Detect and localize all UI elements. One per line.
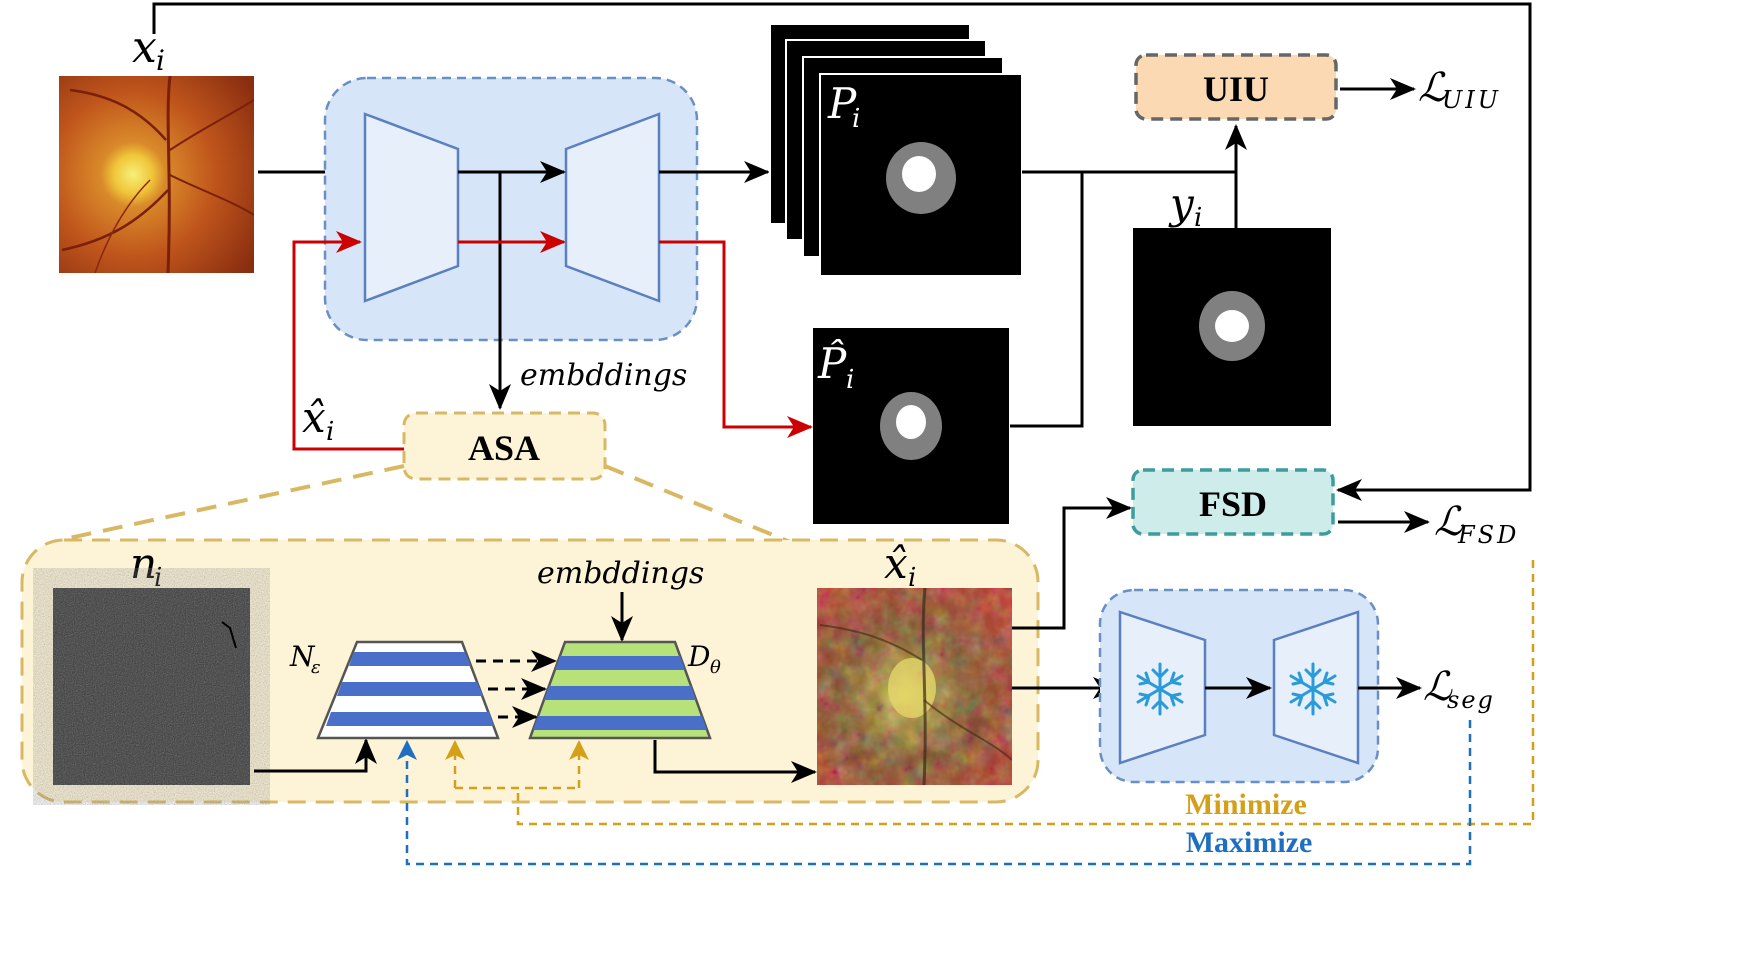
snowflake-icon — [1289, 662, 1337, 716]
svg-text:UIU: UIU — [1442, 86, 1501, 114]
encoder-trapezoid — [363, 112, 460, 303]
noise-to-encoder-arrow — [254, 738, 377, 773]
svg-text:i: i — [1194, 203, 1202, 233]
maximize-path — [397, 720, 1472, 866]
svg-text:θ: θ — [710, 657, 721, 678]
uiu-label: UIU — [1203, 69, 1269, 109]
phat-to-uiu-line — [1010, 172, 1084, 428]
prediction-stack: P i — [769, 23, 1023, 277]
fsd-label: FSD — [1199, 484, 1267, 524]
label-n-i: n i — [130, 539, 162, 593]
svg-text:i: i — [326, 417, 334, 447]
uiu-module — [1134, 53, 1338, 121]
loss-uiu: ℒ UIU — [1418, 65, 1501, 114]
decoder-to-phat-arrow — [659, 240, 813, 438]
minimize-path — [516, 560, 1535, 826]
svg-text:x̂: x̂ — [884, 539, 908, 588]
svg-text:y: y — [1168, 179, 1195, 228]
ground-truth-image — [1133, 228, 1331, 426]
fundus-image-input — [59, 76, 254, 273]
svg-text:i: i — [154, 563, 162, 593]
asa-module — [402, 411, 607, 481]
label-x-hat: x̂ i — [302, 393, 334, 447]
svg-text:D: D — [687, 640, 710, 673]
label-x-hat-bottom: x̂ i — [884, 539, 916, 593]
label-D-theta: D θ — [687, 640, 721, 678]
svg-text:FSD: FSD — [1457, 521, 1519, 549]
svg-text:x: x — [132, 22, 157, 73]
svg-text:i: i — [908, 563, 916, 593]
svg-text:x̂: x̂ — [302, 393, 326, 442]
snowflake-icon — [1136, 662, 1184, 716]
svg-text:i: i — [846, 365, 854, 395]
asa-detail-box — [20, 538, 1040, 804]
asa-expand-right — [604, 464, 791, 544]
generator-output-arrow — [653, 740, 817, 783]
svg-text:P̂: P̂ — [817, 337, 847, 388]
fsd-feedback-line — [152, 2, 1532, 501]
label-N-eps: N ε — [289, 640, 321, 678]
svg-text:i: i — [852, 104, 860, 134]
adv-to-fsd-arrow — [1012, 497, 1132, 630]
svg-text:i: i — [156, 44, 165, 77]
loss-seg: ℒ seg — [1423, 664, 1495, 714]
embeddings-label-top: embddings — [520, 358, 687, 393]
embeddings-label-bottom: embddings — [537, 556, 704, 591]
asa-label: ASA — [468, 428, 540, 468]
generator-D-theta — [528, 640, 712, 740]
svg-text:ℒ: ℒ — [1418, 65, 1448, 111]
maximize-label: Maximize — [1186, 826, 1313, 859]
svg-text:P: P — [827, 79, 857, 128]
minimize-label: Minimize — [1185, 788, 1307, 821]
noise-encoder-N-eps — [316, 640, 500, 740]
svg-text:N: N — [289, 640, 316, 673]
svg-text:ℒ: ℒ — [1434, 499, 1464, 545]
prediction-hat-image: P̂ i — [813, 328, 1009, 524]
svg-text:ε: ε — [311, 657, 321, 678]
fsd-module — [1131, 468, 1335, 536]
asa-to-encoder-arrow — [292, 231, 404, 451]
asa-expand-left — [59, 464, 405, 542]
adversarial-image — [817, 588, 1012, 785]
svg-text:n: n — [130, 539, 157, 588]
loss-fsd: ℒ FSD — [1434, 499, 1519, 549]
decoder-trapezoid — [564, 112, 661, 303]
svg-text:seg: seg — [1447, 686, 1495, 714]
svg-text:ℒ: ℒ — [1423, 664, 1453, 710]
label-y-i: y i — [1168, 179, 1202, 233]
label-x-i: x i — [132, 22, 165, 77]
